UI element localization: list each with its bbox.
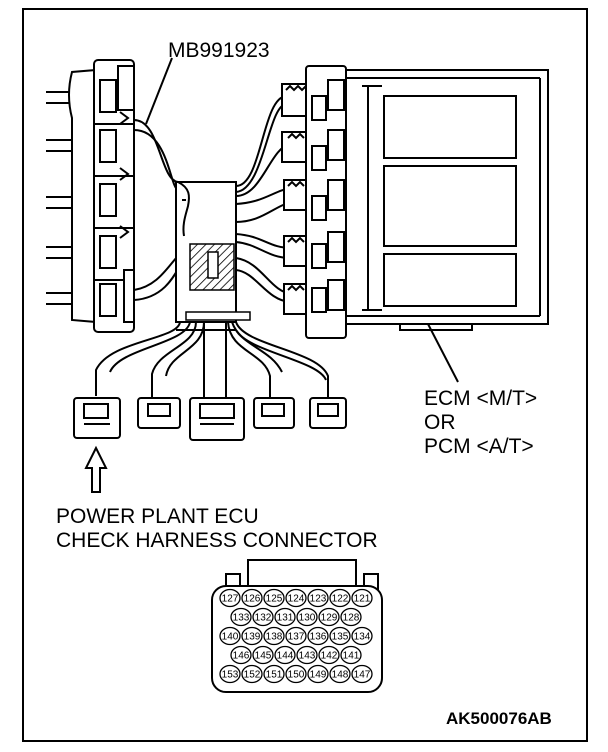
- pin-socket: [318, 645, 340, 665]
- pin-number: 148: [332, 670, 349, 681]
- pin-socket: [296, 645, 318, 665]
- pin-socket: [340, 607, 362, 627]
- pin-number: 137: [288, 632, 305, 643]
- pin-socket: [351, 588, 373, 608]
- pin-number: 140: [222, 632, 239, 643]
- pin-socket: [274, 607, 296, 627]
- pin-number: 143: [299, 651, 316, 662]
- pin-socket: [241, 626, 263, 646]
- connector-title-line2: CHECK HARNESS CONNECTOR: [56, 529, 378, 552]
- pin-socket: [252, 607, 274, 627]
- clamp-slot: [207, 251, 219, 279]
- ecm-label: ECM <M/T>: [424, 387, 538, 410]
- pin-number: 152: [244, 670, 261, 681]
- pin-number: 125: [266, 594, 283, 605]
- tool-number-label: MB991923: [168, 39, 270, 62]
- pin-socket: [230, 645, 252, 665]
- pin-socket: [219, 626, 241, 646]
- pin-number: 132: [255, 613, 272, 624]
- pcm-label: PCM <A/T>: [424, 435, 534, 458]
- pin-socket: [219, 664, 241, 684]
- up-arrow-icon: [84, 445, 108, 493]
- pin-socket: [241, 664, 263, 684]
- connector-title-line1: POWER PLANT ECU: [56, 505, 259, 528]
- pin-socket: [252, 645, 274, 665]
- pin-number: 138: [266, 632, 283, 643]
- pin-number: 149: [310, 670, 327, 681]
- pin-socket: [296, 607, 318, 627]
- pin-number: 145: [255, 651, 272, 662]
- pin-number: 135: [332, 632, 349, 643]
- pin-number: 121: [354, 594, 371, 605]
- pin-socket: [340, 645, 362, 665]
- pin-socket: [351, 626, 373, 646]
- pin-socket: [307, 626, 329, 646]
- pin-number: 128: [343, 613, 360, 624]
- pin-number: 147: [354, 670, 371, 681]
- pin-grid: 127 126 125 124 123 122 121 133 132 131 130 129 128 1…: [219, 588, 373, 684]
- ecm-leader-line: [427, 323, 459, 383]
- pin-number: 153: [222, 670, 239, 681]
- check-connectors: [73, 397, 347, 441]
- pin-socket: [329, 626, 351, 646]
- pin-socket: [318, 607, 340, 627]
- pin-number: 130: [299, 613, 316, 624]
- pin-number: 123: [310, 594, 327, 605]
- pin-socket: [230, 607, 252, 627]
- ecm-connector-stack: [281, 65, 347, 339]
- pin-number: 146: [233, 651, 250, 662]
- figure-frame: [22, 8, 588, 742]
- pin-socket: [241, 588, 263, 608]
- pin-number: 150: [288, 670, 305, 681]
- pin-number: 129: [321, 613, 338, 624]
- left-connector-stack: [68, 59, 135, 333]
- left-wire-stubs: [46, 91, 72, 305]
- pin-number: 142: [321, 651, 338, 662]
- ecm-body: [345, 69, 549, 331]
- pin-number: 151: [266, 670, 283, 681]
- pin-number: 124: [288, 594, 305, 605]
- pin-socket: [307, 588, 329, 608]
- pin-number: 136: [310, 632, 327, 643]
- pin-socket: [274, 645, 296, 665]
- pin-socket: [285, 664, 307, 684]
- ecm-or-label: OR: [424, 411, 456, 434]
- pin-number: 131: [277, 613, 294, 624]
- pin-socket: [329, 664, 351, 684]
- pin-socket: [263, 626, 285, 646]
- pin-socket: [219, 588, 241, 608]
- pin-socket: [263, 664, 285, 684]
- pin-number: 139: [244, 632, 261, 643]
- pin-number: 134: [354, 632, 371, 643]
- harness-band: [185, 311, 251, 321]
- pin-socket: [285, 626, 307, 646]
- pin-number: 126: [244, 594, 261, 605]
- pin-number: 127: [222, 594, 239, 605]
- pin-number: 133: [233, 613, 250, 624]
- pin-socket: [307, 664, 329, 684]
- pin-number: 144: [277, 651, 294, 662]
- pin-number: 141: [343, 651, 360, 662]
- pin-socket: [351, 664, 373, 684]
- pin-number: 122: [332, 594, 349, 605]
- pin-socket: [263, 588, 285, 608]
- figure-code: AK500076AB: [446, 709, 552, 728]
- pin-socket: [285, 588, 307, 608]
- pin-socket: [329, 588, 351, 608]
